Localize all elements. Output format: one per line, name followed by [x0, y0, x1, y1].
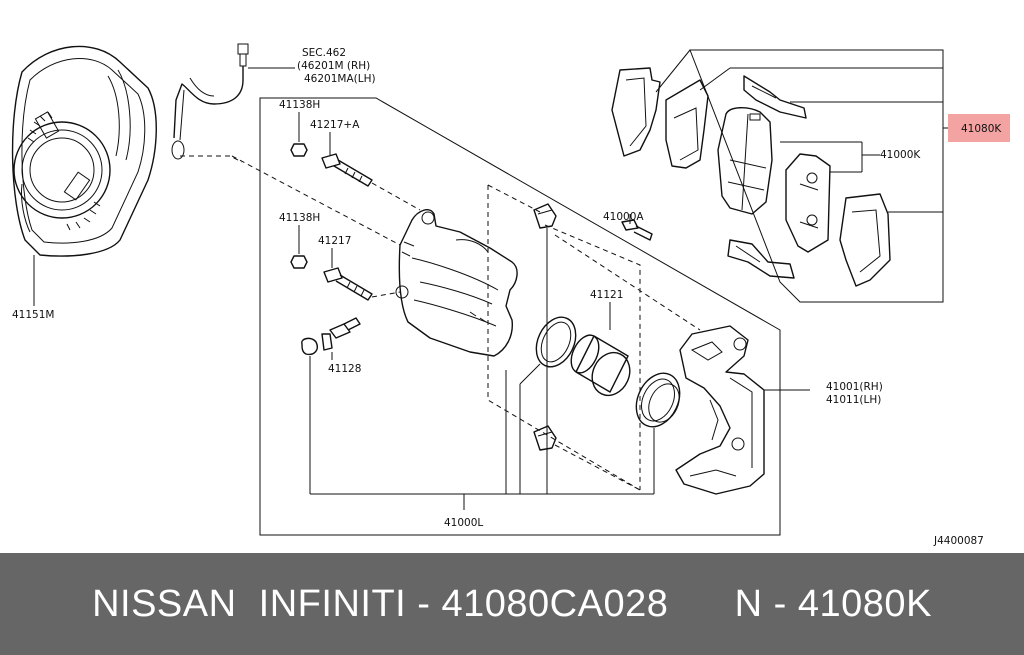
label-shield: 41151M — [12, 309, 54, 321]
label-rh-hose: (46201M (RH) — [297, 60, 370, 72]
label-bolt-2: 41138H — [279, 212, 320, 224]
part-number-banner: NISSAN INFINITI - 41080CA028 N - 41080K — [0, 553, 1024, 655]
pin-sleeves — [533, 203, 557, 451]
label-bracket-rh: 41001(RH) — [826, 381, 883, 393]
mounting-bolt: 41000A — [603, 211, 653, 241]
label-pin-1: 41217+A — [310, 119, 360, 131]
pad-kit-highlight — [948, 114, 1010, 142]
banner-text: NISSAN INFINITI - 41080CA028 N - 41080K — [92, 582, 932, 625]
pad-kit-leaders: 41080K 41000K — [655, 49, 1010, 303]
label-bracket-lh: 41011(LH) — [826, 394, 881, 406]
dust-shield: 41151M — [11, 45, 157, 321]
brake-hose: SEC.462 (46201M (RH) 46201MA(LH) — [171, 43, 376, 163]
label-caliper-assy: 41000L — [444, 517, 483, 529]
piston-seals: 41121 — [535, 289, 681, 428]
caliper-bracket: 41001(RH) 41011(LH) — [675, 325, 883, 495]
pad-shims-and-pads — [611, 67, 891, 287]
label-bolt-1: 41138H — [279, 99, 320, 111]
label-pad-set: 41000K — [880, 149, 921, 161]
label-pad-kit: 41080K — [961, 123, 1002, 135]
label-piston: 41121 — [590, 289, 623, 301]
slide-pin-bolts: 41138H 41217+A 41138H 41217 41128 — [279, 99, 373, 494]
label-sec: SEC.462 — [302, 47, 346, 59]
assembly-leaders: 41000L — [310, 228, 655, 529]
label-bleeder: 41128 — [328, 363, 361, 375]
label-lh-hose: 46201MA(LH) — [304, 73, 376, 85]
label-pin-2: 41217 — [318, 235, 351, 247]
diagram-code: J4400087 — [933, 535, 984, 547]
caliper-assembly-frame — [259, 97, 781, 536]
caliper-body — [395, 209, 518, 357]
parts-diagram: 41151M SEC.462 (46201M (RH) 46201MA(LH) … — [11, 43, 1010, 547]
